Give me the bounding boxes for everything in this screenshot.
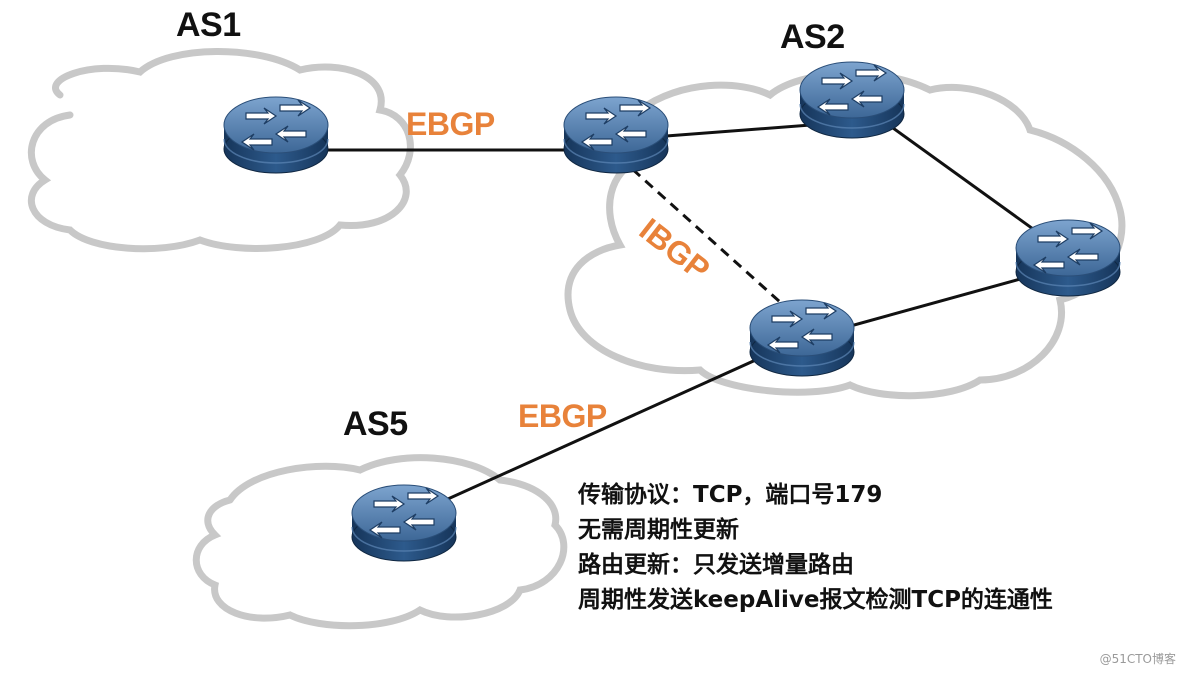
router-icon [799,61,905,139]
note-line: 路由更新：只发送增量路由 [578,552,854,578]
router-icon [223,96,329,174]
note-line: 传输协议：TCP，端口号179 [578,482,883,508]
cloud-icon [27,48,414,253]
protocol-notes: 传输协议：TCP，端口号179 无需周期性更新 路由更新：只发送增量路由 周期性… [578,478,1053,618]
as-label-as1: AS1 [176,6,241,44]
router-icon [351,484,457,562]
cloud-icon [192,454,568,630]
link-ibgp [618,156,802,322]
cloud-icon [564,70,1126,400]
watermark: @51CTO博客 [1099,652,1176,666]
as-label-as2: AS2 [780,18,845,56]
as-label-as5: AS5 [343,405,408,443]
note-line: 周期性发送keepAlive报文检测TCP的连通性 [578,587,1053,613]
link-label-ibgp: IBGP [633,211,717,288]
router-icon [749,299,855,377]
link-label-ebgp-bottom: EBGP [518,398,607,434]
note-line: 无需周期性更新 [578,517,739,543]
link-label-ebgp-top: EBGP [406,106,495,142]
router-icon [1015,219,1121,297]
link-ebgp-as2-as5 [407,338,801,519]
router-icon [563,96,669,174]
